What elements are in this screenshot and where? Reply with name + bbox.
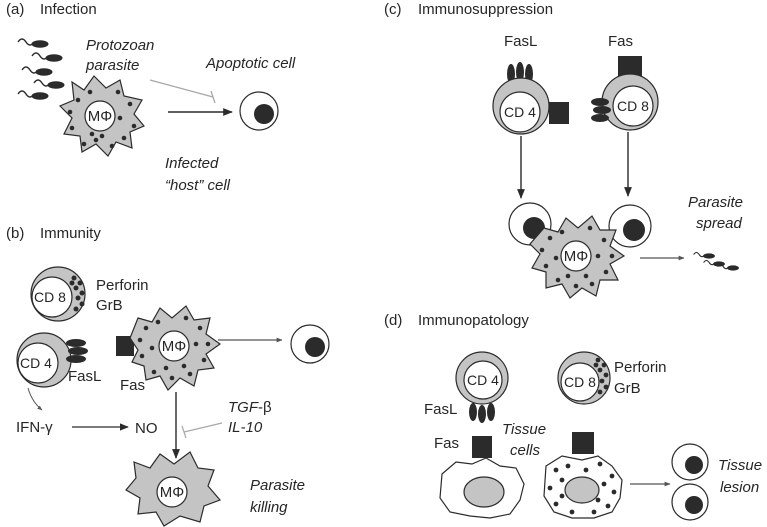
granules-icon (69, 275, 85, 312)
granules-icon-d (593, 357, 609, 395)
fasl-label-d: FasL (424, 401, 457, 418)
fasl-receptor-icon-d (469, 403, 495, 423)
cd8-t-cell-d: CD 8 (557, 351, 611, 454)
infected-label-line2: “host” cell (165, 177, 231, 194)
panel-a-label: (a) (6, 1, 24, 18)
damaged-tissue-cell (543, 455, 623, 519)
fasl-receptor-icon-c (507, 62, 533, 84)
fas-block-icon-c (549, 102, 569, 124)
infected-label-line1: Infected (165, 155, 219, 172)
protozoan-label-line2: parasite (85, 57, 139, 74)
no-label: NO (135, 420, 158, 437)
panel-a-infection: (a) Infection Protozoan parasite Apoptot… (6, 1, 296, 194)
apoptotic-t-cell-right (608, 204, 652, 248)
macrophage-label-b: MΦ (162, 338, 186, 355)
perforin-label-d: Perforin (614, 359, 667, 376)
fas-label: Fas (120, 377, 145, 394)
fas-receptor-icon-d (472, 436, 492, 458)
fas-label-c: Fas (608, 33, 633, 50)
grb-label-d: GrB (614, 380, 641, 397)
panel-c-immunosuppression: (c) Immunosuppression FasL Fas CD 4 CD 8 (384, 1, 743, 299)
panel-d-label: (d) (384, 312, 402, 329)
panel-b-title: Immunity (40, 225, 101, 242)
panel-d-immunopatology: (d) Immunopatology CD 4 FasL Fas Tissue … (384, 312, 762, 521)
macrophage-label-c: MΦ (564, 248, 588, 265)
infected-macrophage: MΦ (58, 75, 145, 157)
target-macrophage: MΦ (129, 305, 222, 391)
panel-c-label: (c) (384, 1, 402, 18)
tgf-inhibition-line (181, 422, 223, 439)
apoptotic-cell-b (290, 324, 330, 364)
cd4-t-cell-d: CD 4 (455, 351, 509, 423)
panel-a-title: Infection (40, 1, 97, 18)
spreading-parasite-icon (693, 251, 739, 271)
lesion-label-line2: lesion (720, 479, 759, 496)
inhibition-line (149, 79, 216, 104)
fasl-ligand-icon-c (591, 98, 611, 122)
tgf-beta-label: TGF-β (228, 399, 272, 416)
apoptotic-cell-label: Apoptotic cell (205, 55, 296, 72)
cd4-label-c: CD 4 (504, 104, 536, 120)
cd4-label-d: CD 4 (467, 372, 499, 388)
cd8-t-cell-c: CD 8 (591, 56, 659, 131)
cd8-label-d: CD 8 (564, 374, 596, 390)
fasl-label: FasL (68, 368, 101, 385)
killing-label-line2: killing (250, 499, 288, 516)
fasl-label-c: FasL (504, 33, 537, 50)
grb-label: GrB (96, 297, 123, 314)
cleared-macrophage: MΦ (125, 451, 222, 527)
cd4-t-cell: CD 4 (16, 332, 88, 388)
ifn-label: IFN-γ (16, 419, 53, 436)
killing-label-line1: Parasite (250, 477, 305, 494)
panel-c-title: Immunosuppression (418, 1, 553, 18)
tissue-cells-label-line2: cells (510, 442, 541, 459)
spread-label-line1: Parasite (688, 194, 743, 211)
perforin-label: Perforin (96, 277, 149, 294)
fas-label-d: Fas (434, 435, 459, 452)
cd8-label-c: CD 8 (617, 98, 649, 114)
apoptotic-tissue-cell-bottom (671, 483, 709, 521)
lesion-label-line1: Tissue (718, 457, 762, 474)
infected-macrophage-c: MΦ (529, 215, 626, 299)
tissue-cells-label-line1: Tissue (502, 421, 546, 438)
protozoan-label-line1: Protozoan (86, 37, 154, 54)
macrophage-label: MΦ (88, 108, 112, 125)
fas-receptor-icon-c (618, 56, 642, 78)
apoptotic-tissue-cell-top (671, 443, 709, 481)
tissue-cell (439, 457, 525, 519)
ifn-arrow (27, 387, 43, 411)
panel-b-label: (b) (6, 225, 24, 242)
cd4-label: CD 4 (20, 355, 52, 371)
protozoan-parasite-icon (17, 38, 65, 100)
fas-block-icon-d (572, 432, 594, 454)
cd8-label: CD 8 (34, 289, 66, 305)
cd8-t-cell: CD 8 (30, 266, 86, 322)
apoptotic-cell (239, 91, 279, 131)
fasl-receptor-icon (66, 339, 88, 363)
cd4-t-cell-c: CD 4 (492, 62, 569, 135)
fas-receptor-icon (116, 336, 134, 356)
macrophage-label-b2: MΦ (160, 484, 184, 501)
panel-d-title: Immunopatology (418, 312, 529, 329)
il10-label: IL-10 (228, 419, 263, 436)
panel-b-immunity: (b) Immunity CD 8 Perforin GrB CD 4 (6, 225, 330, 527)
spread-label-line2: spread (696, 215, 743, 232)
